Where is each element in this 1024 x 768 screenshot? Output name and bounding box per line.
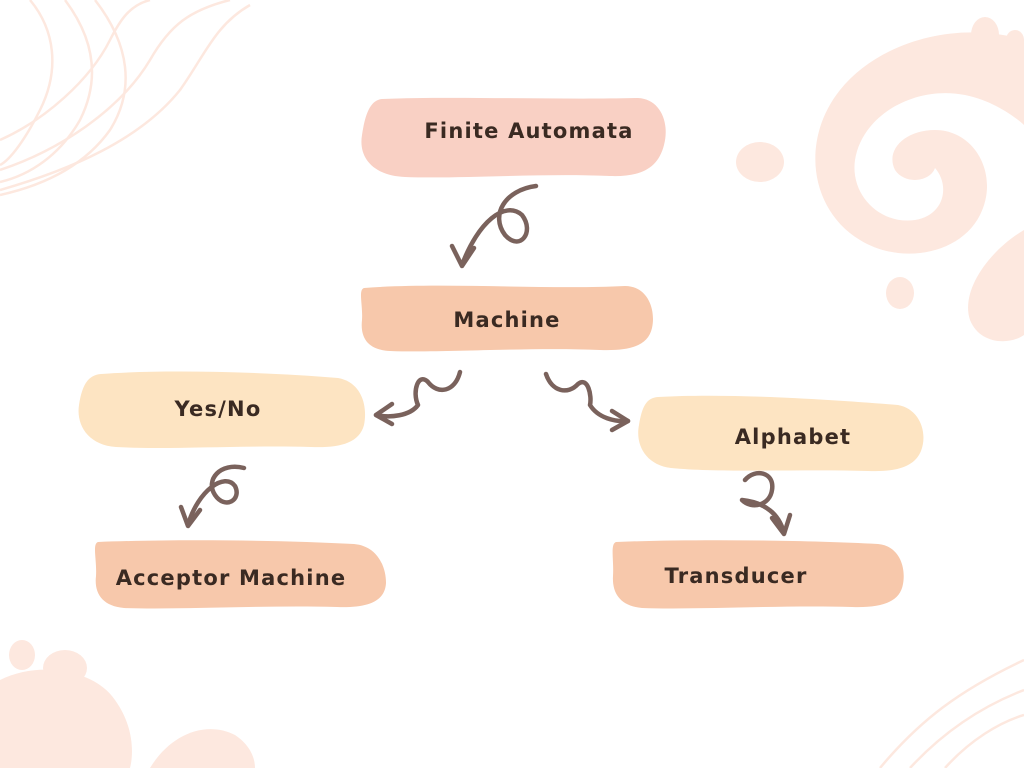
- node-finite-automata-label: Finite Automata: [424, 119, 634, 143]
- node-acceptor-machine: Acceptor Machine: [92, 538, 388, 610]
- node-finite-automata-shape: [361, 97, 666, 178]
- node-alphabet-label: Alphabet: [734, 425, 852, 449]
- node-alphabet: Alphabet: [636, 393, 924, 473]
- wavy-lines-top-left: [0, 0, 251, 197]
- node-acceptor-machine-label: Acceptor Machine: [115, 566, 347, 590]
- node-transducer-shape: [612, 540, 904, 609]
- node-yes-no: Yes/No: [76, 370, 366, 450]
- node-acceptor-machine-shape: [94, 540, 386, 609]
- node-transducer-label: Transducer: [664, 564, 808, 588]
- swirl-top-right: [736, 17, 1024, 342]
- node-machine-shape: [360, 285, 653, 352]
- node-machine: Machine: [360, 280, 654, 353]
- node-yes-no-shape: [78, 371, 366, 448]
- node-transducer: Transducer: [610, 538, 906, 610]
- node-yes-no-label: Yes/No: [174, 397, 262, 421]
- node-machine-label: Machine: [453, 307, 561, 332]
- swirl-bottom-left: [0, 640, 255, 768]
- node-finite-automata: Finite Automata: [360, 97, 668, 179]
- node-alphabet-shape: [638, 395, 924, 472]
- wavy-lines-bottom-right: [879, 658, 1024, 768]
